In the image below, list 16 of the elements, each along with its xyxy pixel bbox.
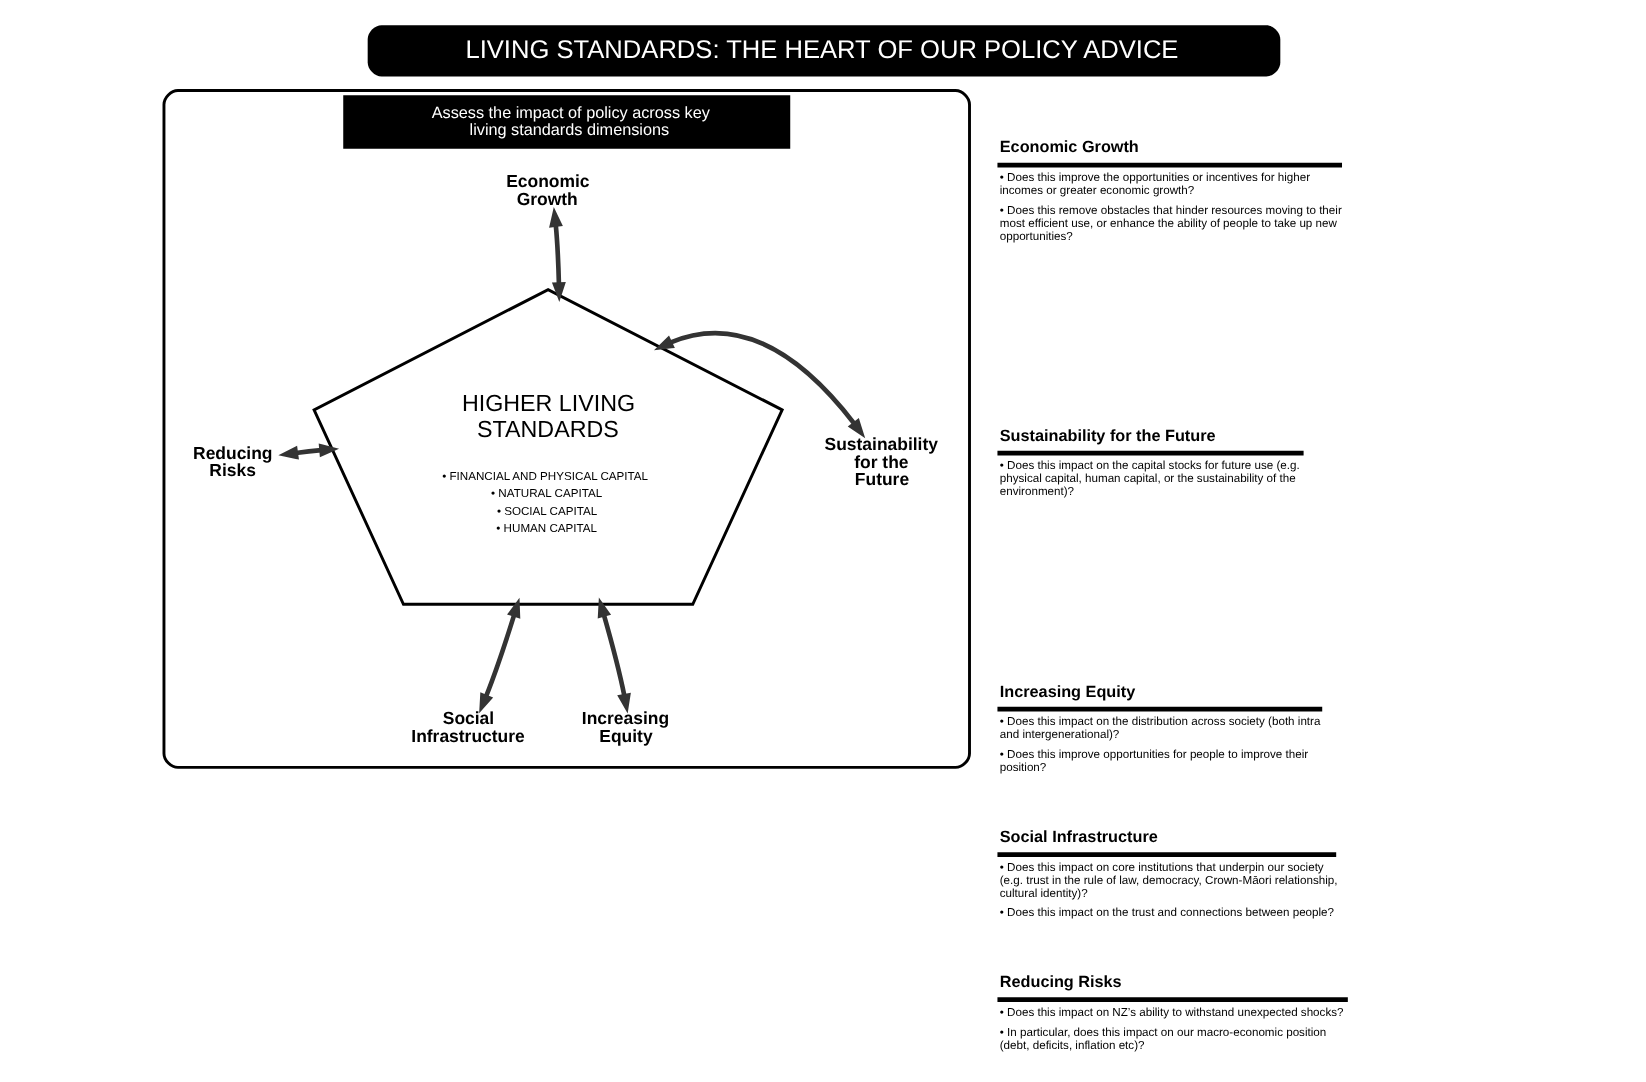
node-box	[996, 450, 1303, 456]
node-box	[996, 162, 1341, 168]
diagram-title: LIVING STANDARDS: THE HEART OF OUR POLICY ADVICE	[464, 33, 1178, 64]
arrow	[596, 597, 630, 714]
node-text: Reducing Risks	[192, 442, 272, 481]
node-text: Social Infrastructure	[410, 708, 524, 746]
node-text: Economic Growth	[505, 171, 589, 209]
arrow	[277, 443, 339, 460]
node-box	[996, 706, 1322, 712]
arrow	[652, 330, 865, 439]
arrow	[548, 207, 565, 303]
node-text: Increasing Equity	[580, 708, 669, 746]
node-box	[996, 852, 1336, 857]
node-text: Sustainability for the Future	[823, 434, 937, 490]
node-box	[996, 997, 1347, 1002]
arrow	[478, 597, 520, 714]
